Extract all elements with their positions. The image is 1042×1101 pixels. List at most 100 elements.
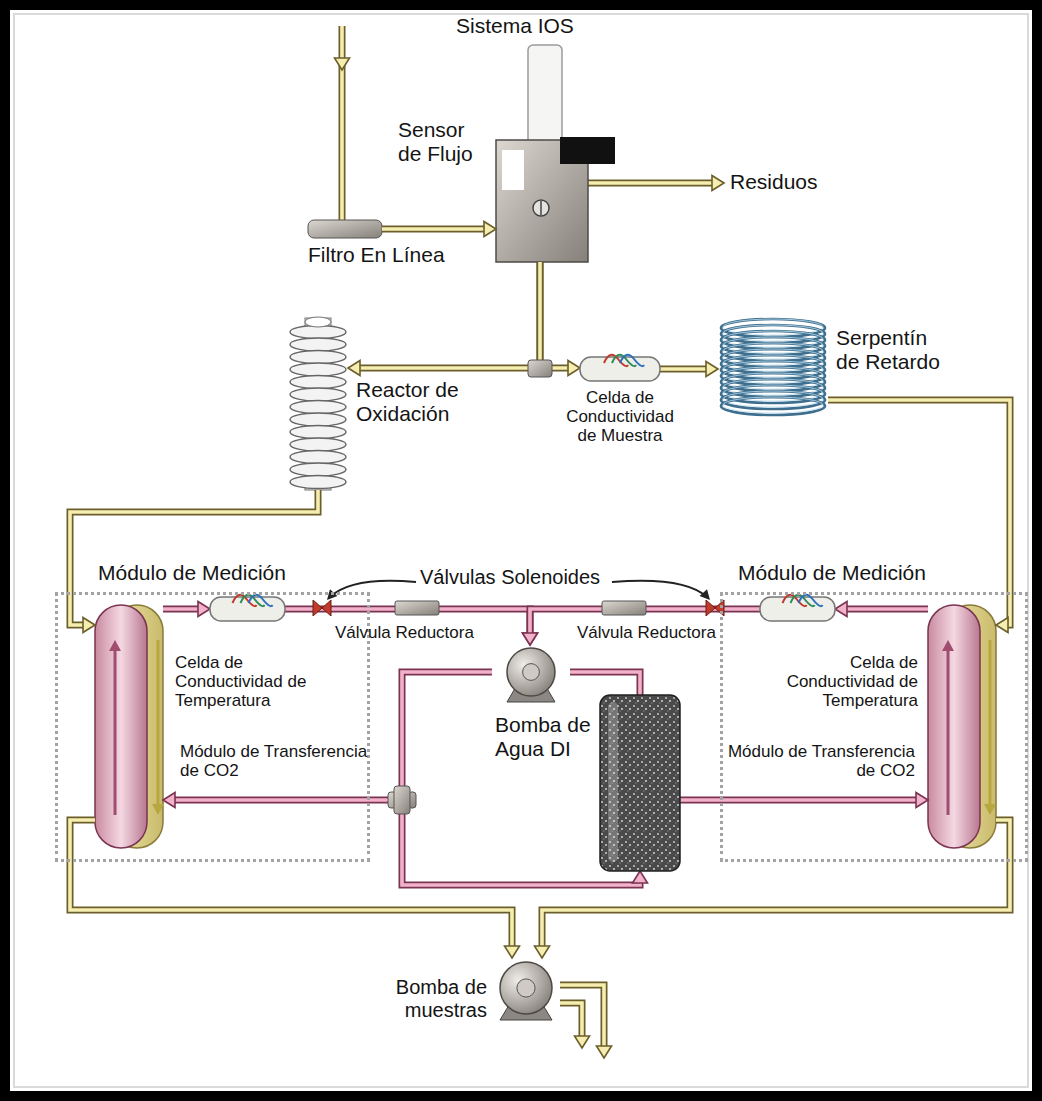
cell-wire (783, 595, 807, 606)
coil-shine (723, 373, 823, 389)
component: Celda de Conductividad de Temperatura (760, 597, 835, 621)
component-label: Celda de Conductividad de Temperatura (175, 653, 310, 711)
leader-line (612, 581, 707, 597)
arrowhead (198, 602, 210, 617)
reactor-winding (290, 451, 346, 464)
coil-shine (723, 349, 823, 365)
connector-outline (358, 262, 540, 368)
connector-outline (660, 366, 708, 373)
coil-shine (723, 379, 823, 395)
coil-winding (721, 385, 825, 403)
component: Sistema IOS (496, 45, 588, 262)
part-label: Sensor de Flujo (398, 118, 490, 165)
pump-housing (500, 962, 552, 1014)
reactor-winding (290, 351, 346, 364)
connector-outline (845, 606, 928, 613)
coil-winding (721, 355, 825, 373)
coil-shine (723, 391, 823, 407)
component-label: Módulo de Transferencia de CO2 (710, 742, 915, 780)
cross-fitting (388, 786, 416, 814)
disc-face (95, 605, 147, 848)
arrowhead (706, 362, 718, 377)
component: Reactor de Oxidación (290, 318, 348, 490)
connector-fill (358, 262, 540, 368)
coil-shine (723, 361, 823, 377)
connector-outline (542, 820, 1010, 948)
sample-flow-line (382, 222, 496, 237)
arrowhead (505, 946, 520, 958)
coil-shine (723, 319, 823, 335)
component-label: Módulo de Transferencia de CO2 (180, 742, 385, 780)
water-flow-line (835, 602, 928, 617)
coil-winding (721, 349, 825, 367)
tee-fitting (528, 360, 552, 377)
arrowhead (109, 640, 121, 651)
reactor-winding (290, 388, 346, 401)
filter-body (308, 220, 382, 238)
sticker (502, 150, 524, 190)
connector-outline (163, 606, 200, 613)
component: Bomba de muestras (492, 958, 560, 1030)
cell-wire (799, 595, 823, 606)
component-label: Filtro En Línea (308, 243, 445, 267)
arrowhead (712, 176, 724, 191)
coil-winding (721, 319, 825, 337)
pump-hub (517, 979, 535, 997)
coil-winding (721, 337, 825, 355)
solenoid-valve (313, 600, 331, 616)
coil-winding (721, 331, 825, 349)
component-label: Sistema IOS (456, 14, 574, 38)
module-heading: Módulo de Medición (98, 561, 286, 585)
reactor-winding (290, 363, 346, 376)
cell-body (580, 357, 660, 381)
component: Módulo de Transferencia de CO2 (95, 605, 163, 848)
sample-flow-line (535, 820, 1011, 958)
component: Celda de Conductividad de Temperatura (210, 597, 285, 621)
component: Celda de Conductividad de Muestra (580, 357, 660, 381)
part-label: Válvula Reductora (577, 623, 716, 642)
conductivity-cell (580, 355, 660, 381)
cross-arm (388, 792, 416, 808)
cylinder (528, 45, 562, 145)
coil-winding (721, 373, 825, 391)
cross-arm (394, 786, 410, 814)
reducing-valve (395, 601, 439, 615)
sample-flow-line (348, 262, 540, 376)
sample-flow-line (660, 362, 718, 377)
connector-fill (542, 820, 1010, 948)
pump-hub (523, 664, 540, 681)
arrowhead (984, 804, 996, 815)
sample-flow-line (70, 490, 318, 633)
delay-coil (721, 319, 825, 415)
arrowhead (700, 589, 710, 600)
arrowhead (575, 1036, 590, 1048)
component-label: Reactor de Oxidación (356, 378, 486, 425)
coil-shine (723, 325, 823, 341)
reactor-winding (290, 326, 346, 339)
loop-line-fill (402, 800, 640, 885)
connector-fill (163, 607, 200, 611)
cell-wire (620, 355, 644, 366)
tab (560, 137, 615, 164)
cell-wire (612, 355, 636, 366)
reactor-winding (290, 426, 346, 439)
part-label: Válvula Reductora (335, 623, 474, 642)
flow-chevron (335, 58, 350, 70)
outlet-line-outline (560, 1003, 582, 1038)
component-label: Bomba de Agua DI (495, 713, 599, 760)
reactor-winding (290, 338, 346, 351)
ios-system (496, 45, 615, 262)
coil-winding (721, 367, 825, 385)
arrowhead (996, 618, 1008, 633)
waste-line-fill (588, 181, 714, 185)
coil-winding (721, 391, 825, 409)
cell-body (210, 597, 285, 621)
arrowhead (916, 793, 928, 808)
coil-shine (723, 367, 823, 383)
transfer-disc (95, 605, 164, 848)
sample-flow-line (828, 400, 1010, 633)
coil-shine (723, 337, 823, 353)
oxidation-reactor (290, 317, 346, 490)
